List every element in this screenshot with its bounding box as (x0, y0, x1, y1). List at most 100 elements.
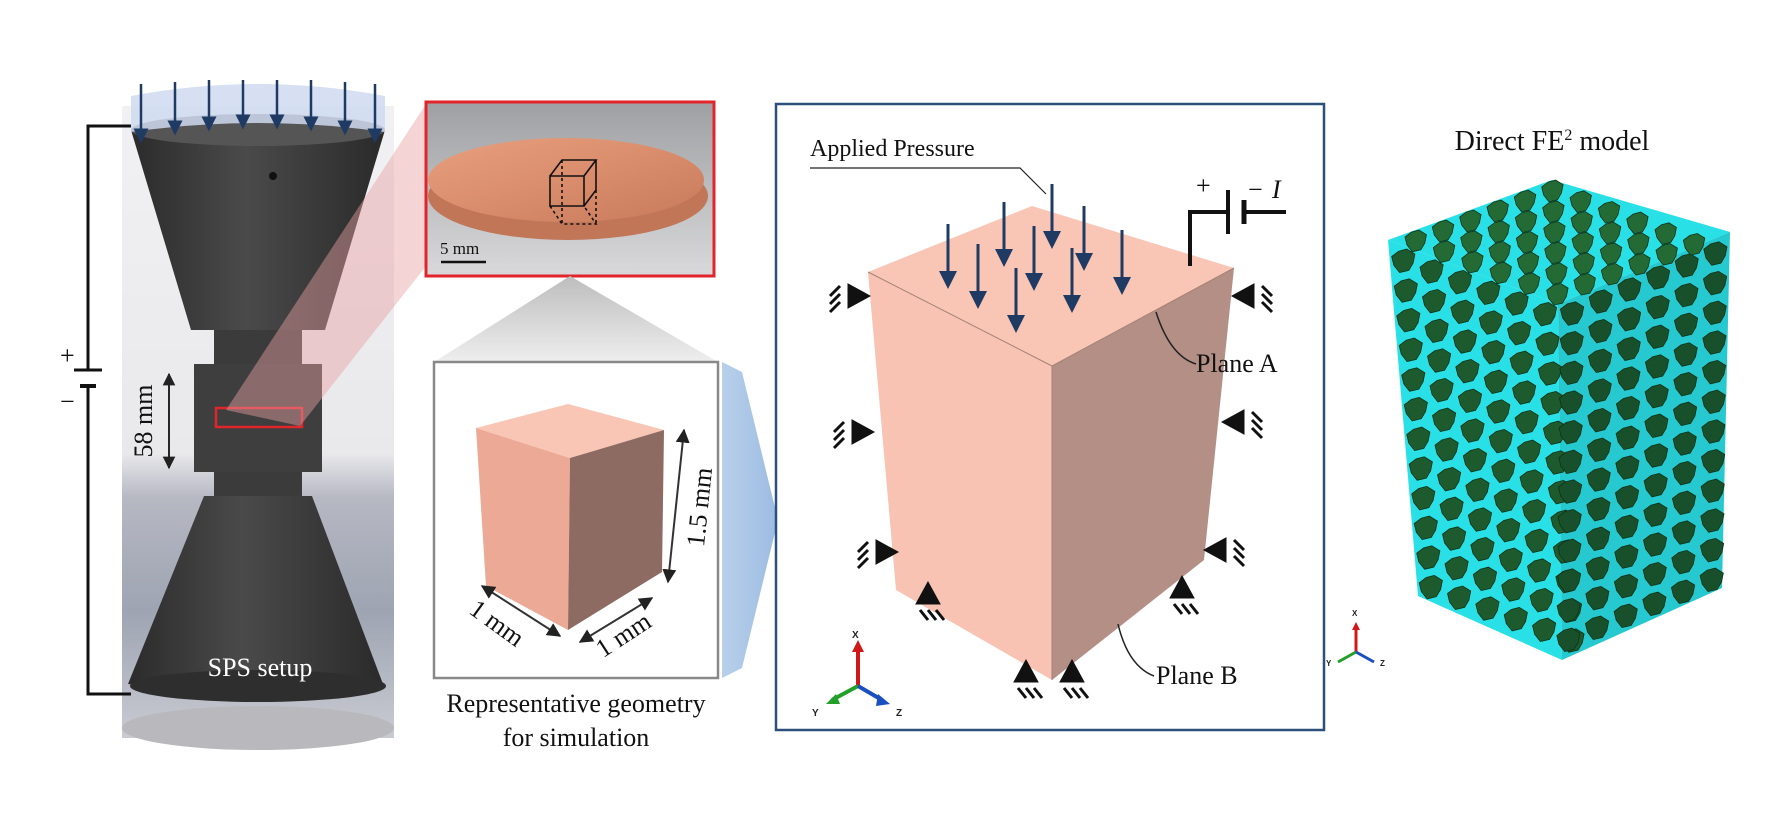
sample-highlight-box (214, 406, 304, 429)
fe2-grain-top (1545, 262, 1568, 285)
power-circuit-wire (86, 124, 131, 696)
fe2-grain-top (1546, 283, 1569, 306)
fe2-grain-right (1701, 419, 1726, 444)
fe2-grain-left (1517, 439, 1542, 465)
fe2-grain-left (1512, 380, 1537, 405)
fe2-grain-left (1504, 291, 1529, 316)
fe2-grain-left (1391, 248, 1416, 274)
fe2-grain-left (1432, 407, 1457, 433)
domain-front-face (868, 272, 1052, 680)
current-minus: − (1248, 175, 1263, 204)
fe2-grain-right (1557, 508, 1582, 534)
fe2-grain-right (1701, 359, 1727, 385)
current-wire-left (1188, 210, 1228, 266)
fe2-grain-right (1699, 537, 1725, 563)
fe2-grain-left (1403, 396, 1428, 422)
fe2-grain-left (1439, 496, 1464, 522)
fe2-title-prefix: Direct FE (1455, 126, 1565, 157)
fe2-grain-left (1447, 585, 1472, 611)
fe2-grain-mesh (1391, 179, 1728, 653)
fe2-grain-top (1404, 229, 1427, 253)
fe2-grain-right (1645, 324, 1670, 350)
domain-right-face (1052, 268, 1234, 680)
fe2-grain-right (1556, 627, 1581, 653)
sps-setup-label: SPS setup (208, 653, 313, 682)
fe2-grain-left (1444, 555, 1469, 581)
fe2-grain-left (1427, 348, 1452, 373)
fe2-grain-right (1702, 300, 1727, 326)
axis4-z-line (1355, 650, 1375, 664)
fe2-grain-left (1496, 517, 1521, 543)
upper-graphite-punch (131, 121, 385, 330)
fe2-grain-top (1573, 273, 1596, 296)
rve-left-face (476, 428, 570, 630)
fe2-grain-right (1616, 306, 1642, 332)
fe2-grain-right (1557, 479, 1583, 504)
dim-height-line (662, 428, 690, 584)
fe2-grain-left (1450, 299, 1475, 325)
fe2-grain-left (1478, 310, 1503, 335)
roller-bottom-4 (1059, 658, 1090, 699)
fe2-grain-left (1462, 447, 1488, 473)
fe2-grain-top (1571, 231, 1594, 255)
thermocouple-hole (269, 172, 277, 180)
fe2-title-sup: 2 (1564, 127, 1572, 144)
roller-bottom-2 (1169, 574, 1200, 615)
fe2-grain-right (1615, 425, 1640, 451)
axis-triad-panel4: X Y Z (1326, 609, 1385, 668)
roller-left-3 (856, 539, 900, 570)
fe2-grain-left (1509, 350, 1534, 376)
fe2-grain-left (1457, 388, 1483, 414)
fe2-grain-top (1542, 200, 1565, 223)
fe2-grain-top (1514, 210, 1538, 233)
fe2-grain-left (1503, 606, 1528, 632)
fe2-grain-top (1486, 199, 1509, 223)
applied-pressure-leader (810, 167, 1047, 195)
dim-depth-line (578, 597, 654, 643)
fe2-grain-right (1673, 371, 1698, 397)
fe2-grain-top (1432, 240, 1456, 263)
fe2-grain-right (1585, 556, 1610, 581)
fe2-grain-left (1540, 390, 1565, 416)
fe2-grain-left (1498, 547, 1523, 573)
fe2-grain-top (1460, 230, 1483, 253)
axis4-y-label: Y (1326, 659, 1332, 668)
fe2-grain-left (1491, 458, 1516, 484)
fe2-grain-right (1587, 407, 1612, 433)
fe2-grain-right (1702, 270, 1728, 296)
fe2-grain-right (1671, 520, 1696, 545)
sps-setup-panel: 58 mm + − SPS setup (60, 80, 394, 750)
rve-right-face (568, 430, 664, 630)
fe2-grain-right (1585, 526, 1611, 552)
fe2-grain-left (1470, 536, 1495, 562)
fe2-grain-right (1584, 615, 1610, 641)
roller-supports (828, 283, 1274, 699)
fe2-grain-right (1643, 443, 1669, 468)
fe2-grain-left (1447, 269, 1473, 295)
fe2-grain-left (1413, 515, 1438, 541)
transition-arrow (722, 362, 778, 678)
fe2-grain-left (1501, 577, 1526, 602)
roller-right-1 (1230, 283, 1274, 314)
fe2-grain-right (1674, 282, 1699, 308)
fe2-grain-right (1672, 431, 1697, 456)
fe2-grain-left (1424, 318, 1449, 344)
fe2-grain-right (1645, 265, 1671, 290)
axis4-z-label: Z (1380, 659, 1385, 668)
fe2-grain-left (1472, 566, 1498, 592)
fe2-grain-left (1507, 320, 1532, 346)
roller-bottom-1 (915, 580, 946, 621)
fe2-model-panel: Direct FE2 model X Y Z (1326, 126, 1730, 668)
fe2-grain-left (1519, 469, 1544, 494)
boundary-conditions-panel: Applied Pressure + − I Plane A Plane B (774, 102, 1326, 732)
plane-a-label: Plane A (1196, 349, 1278, 378)
fe2-title-suffix: model (1572, 126, 1649, 157)
fe2-grain-right (1700, 448, 1726, 474)
fe2-grain-top (1488, 241, 1511, 264)
fe2-grain-right (1700, 508, 1725, 533)
fe2-grain-left (1532, 301, 1558, 327)
fe2-grain-right (1642, 532, 1668, 557)
lower-punch-bottom (130, 670, 386, 702)
fe2-grain-left (1418, 574, 1443, 600)
fe2-grain-left (1467, 507, 1493, 532)
